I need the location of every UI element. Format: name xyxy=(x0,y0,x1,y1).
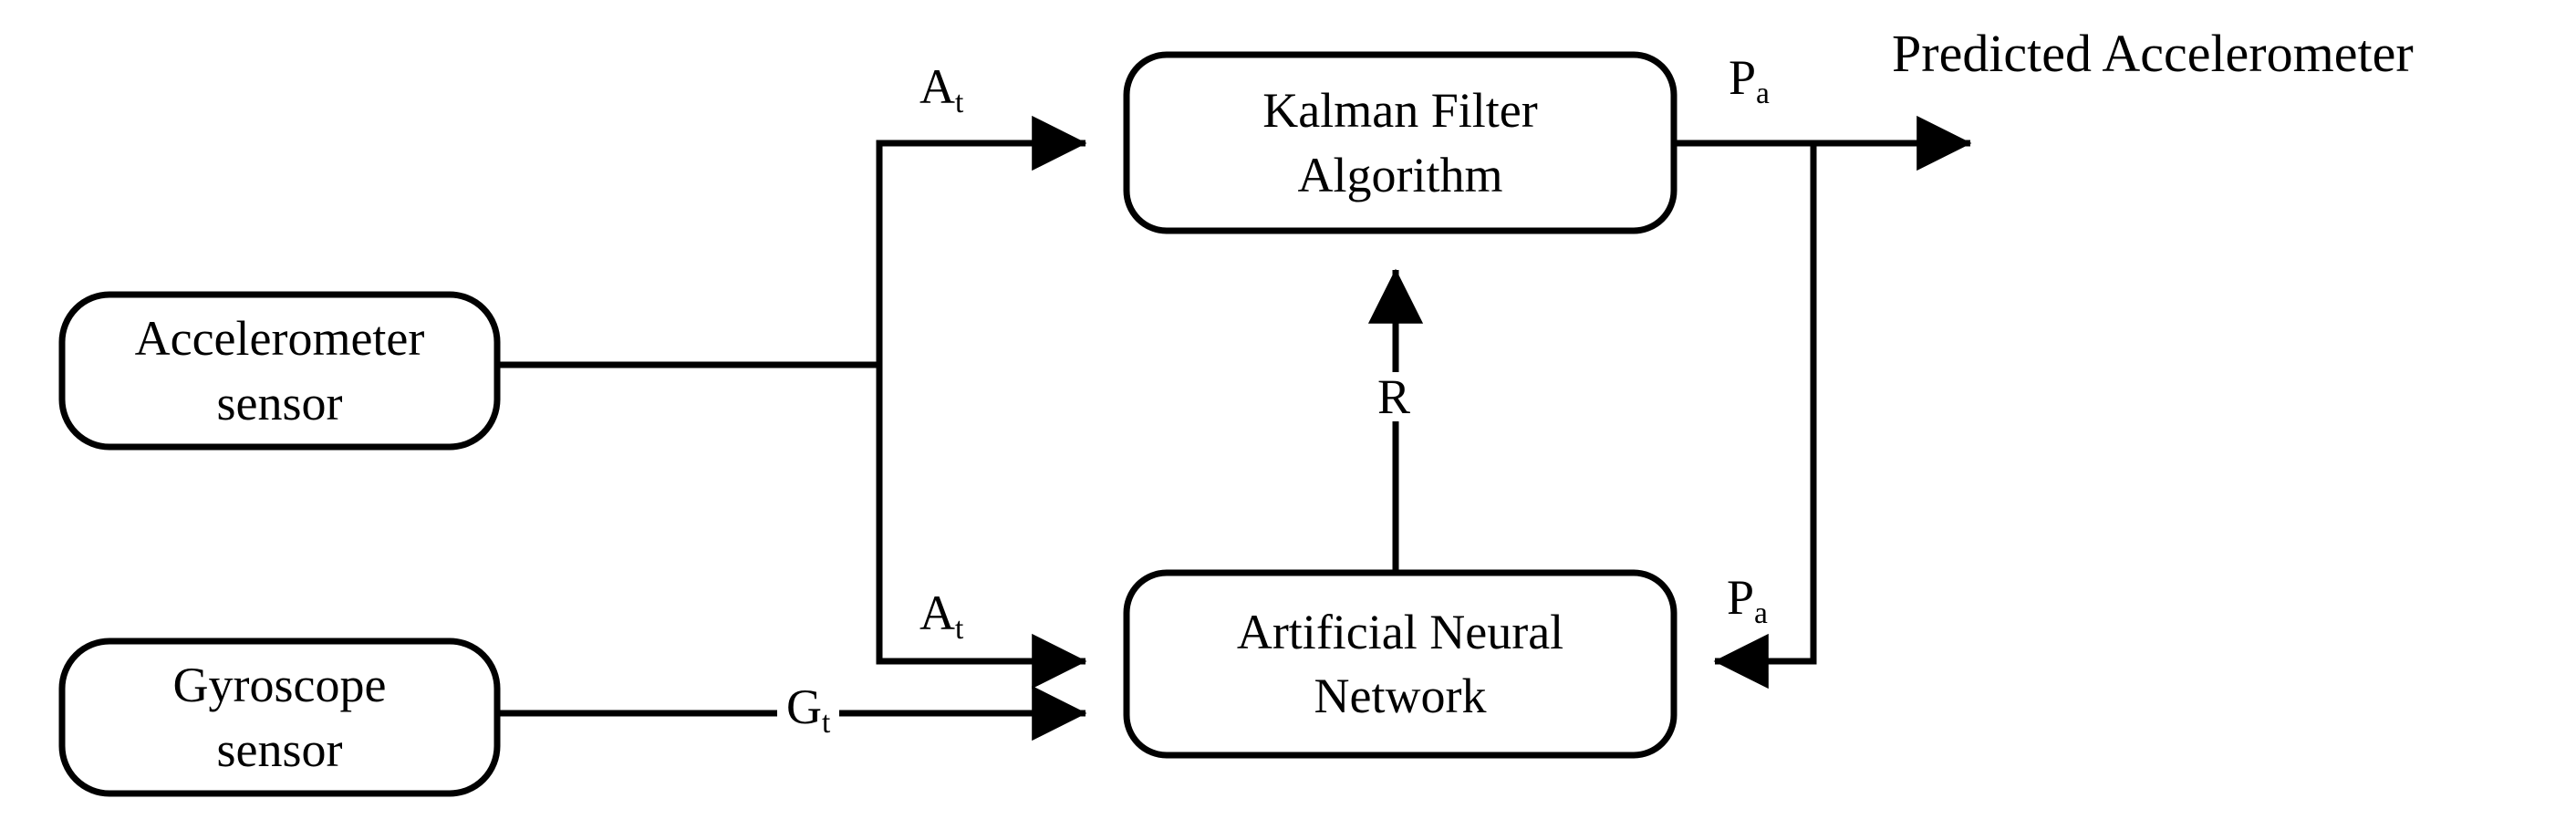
gyroscope-sensor-box xyxy=(58,638,501,797)
edge-label-at-to-ann: At xyxy=(919,586,963,644)
artificial-neural-network-box xyxy=(1123,569,1678,759)
edge-label-pa-feedback: Pa xyxy=(1727,570,1768,628)
edge-label-r-feedback: R xyxy=(1368,369,1420,424)
edge-label-gt-to-ann-sub: t xyxy=(822,706,831,741)
edge-label-at-to-kalman-sub: t xyxy=(955,86,964,120)
edge-label-at-to-kalman-base: A xyxy=(919,59,955,114)
edge-pa-feedback-to-ann xyxy=(1713,146,1817,690)
edge-label-pa-output: Pa xyxy=(1729,50,1770,109)
predicted-accelerometer-label: Predicted Accelerometer xyxy=(1892,24,2414,83)
edge-label-gt-to-ann-base: G xyxy=(786,679,822,734)
edge-label-at-to-ann-sub: t xyxy=(955,612,964,647)
accelerometer-sensor-box xyxy=(58,291,501,451)
edge-label-pa-feedback-sub: a xyxy=(1754,596,1768,631)
edge-label-pa-output-sub: a xyxy=(1756,77,1770,111)
edge-label-at-to-ann-base: A xyxy=(919,586,955,640)
edge-label-pa-feedback-base: P xyxy=(1727,570,1755,625)
edge-label-at-to-kalman: At xyxy=(919,59,963,118)
edge-label-pa-output-base: P xyxy=(1729,50,1757,105)
kalman-filter-algorithm-box xyxy=(1123,51,1678,234)
edge-label-r-feedback-base: R xyxy=(1377,369,1411,424)
edge-label-gt-to-ann: Gt xyxy=(777,679,840,738)
